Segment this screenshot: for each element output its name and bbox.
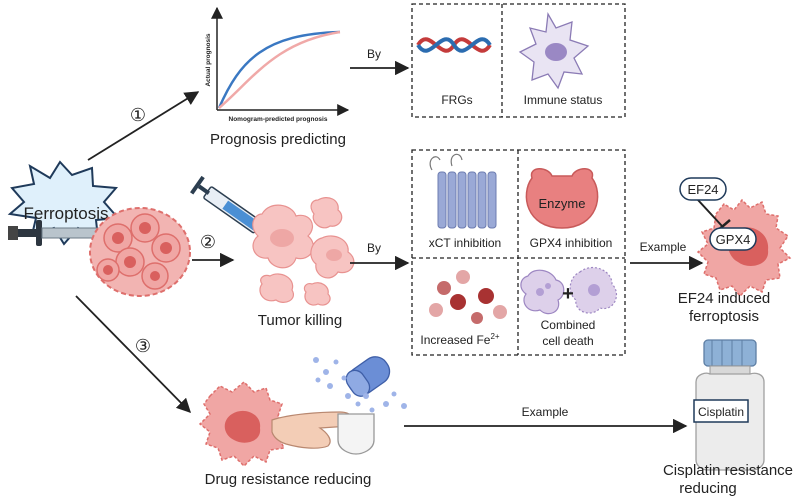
- factor-immune-status: Immune status: [524, 93, 603, 107]
- cisplatin-title-line1: Cisplatin resistance: [663, 462, 793, 479]
- dna-icon: [416, 37, 492, 53]
- ef24-title-line1: EF24 induced: [678, 290, 771, 307]
- mech-iron: Increased Fe2+: [420, 332, 499, 347]
- iron-particles-icon: [429, 270, 507, 324]
- prognosis-title: Prognosis predicting: [210, 131, 346, 148]
- ef24-label: EF24: [687, 182, 718, 197]
- tumor-fragments: [252, 197, 355, 306]
- cisplatin-bottle-icon: Cisplatin: [693, 339, 765, 471]
- xct-transporter-icon: [429, 153, 497, 229]
- gpx4-label: GPX4: [716, 232, 751, 247]
- tumor-example-label: Example: [640, 240, 687, 254]
- chart-y-label: Actual prognosis: [205, 33, 212, 86]
- curve-pink: [218, 30, 341, 109]
- prognosis-by-label: By: [367, 47, 381, 61]
- plus-sign: +: [562, 283, 574, 305]
- ef24-pill: [679, 177, 727, 201]
- immune-cell-icon: [518, 11, 590, 90]
- enzyme-icon: Enzyme: [525, 168, 599, 229]
- tumor-cell-mass: [89, 207, 191, 297]
- factor-frgs: FRGs: [441, 93, 472, 107]
- hand-icon: [271, 411, 354, 449]
- arrow-to-prognosis: [87, 91, 200, 161]
- cisplatin-title-line2: reducing: [679, 480, 737, 497]
- mech-iron-sup: 2+: [490, 332, 499, 341]
- resistance-example-label: Example: [522, 405, 569, 419]
- tumor-by-label: By: [367, 241, 381, 255]
- mech-iron-text: Increased Fe: [420, 333, 490, 347]
- gpx4-pill: [709, 227, 757, 251]
- chart-x-label: Nomogram-predicted prognosis: [229, 116, 328, 123]
- branch-number-1: ①: [130, 105, 146, 125]
- mech-gpx4: GPX4 inhibition: [530, 236, 613, 250]
- cisplatin-label: Cisplatin: [698, 405, 744, 419]
- mech-xct: xCT inhibition: [429, 236, 501, 250]
- branch-number-3: ③: [135, 336, 151, 356]
- mech-combined-line1: Combined: [541, 318, 596, 332]
- prognosis-factors-box: FRGs Immune status: [411, 3, 626, 118]
- center-label: Ferroptosis: [23, 204, 108, 223]
- resistance-title: Drug resistance reducing: [205, 471, 372, 488]
- ef24-title-line2: ferroptosis: [689, 308, 759, 325]
- mech-combined-line2: cell death: [542, 334, 593, 348]
- syringe-icon: [190, 175, 280, 244]
- mechanisms-box: xCT inhibition Enzyme GPX4 inhibition In…: [411, 149, 626, 356]
- drug-particles: [313, 357, 407, 413]
- tumor-killing-title: Tumor killing: [258, 312, 342, 329]
- ef24-cell: EF24 GPX4: [679, 177, 792, 298]
- branch-number-2: ②: [200, 232, 216, 252]
- resistant-cell: [198, 380, 290, 468]
- dying-cells-icon: [520, 267, 617, 315]
- enzyme-label: Enzyme: [539, 196, 586, 211]
- curve-blue: [217, 30, 341, 109]
- sword-icon: [8, 220, 125, 246]
- inhibition-line: [697, 199, 723, 227]
- calibration-chart: Actual prognosis Nomogram-predicted prog…: [205, 6, 350, 123]
- capsule-icon: [337, 356, 391, 455]
- arrow-to-resistance: [75, 295, 192, 414]
